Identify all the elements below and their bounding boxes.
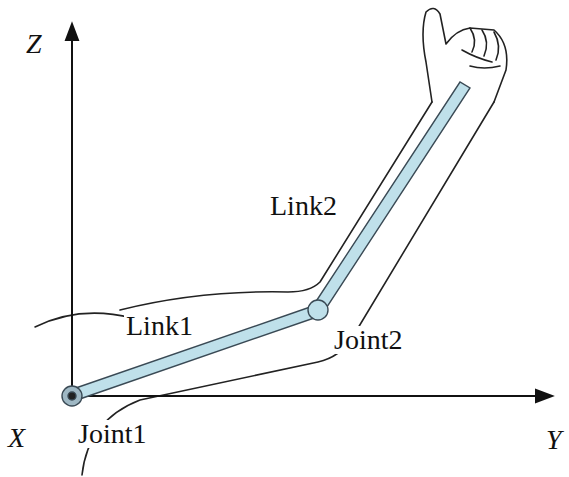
axis-label: Y [544,426,564,454]
link-label: Link2 [268,192,339,220]
joint2-circle [308,300,328,320]
joint-label: Joint1 [76,420,148,448]
link1-bar [70,305,320,401]
y-axis [72,395,540,397]
joint1-circle [62,386,82,406]
finger-curl [462,28,500,68]
shoulder-outline [35,313,132,327]
y-axis-arrowhead [536,390,552,402]
joint-label: Joint2 [332,326,404,354]
link-label: Link1 [124,312,195,340]
axis-label: Z [24,30,44,58]
z-axis-arrowhead [66,24,78,40]
joint1-inner [68,392,76,400]
axis-label: X [6,424,27,452]
z-axis [71,34,73,396]
